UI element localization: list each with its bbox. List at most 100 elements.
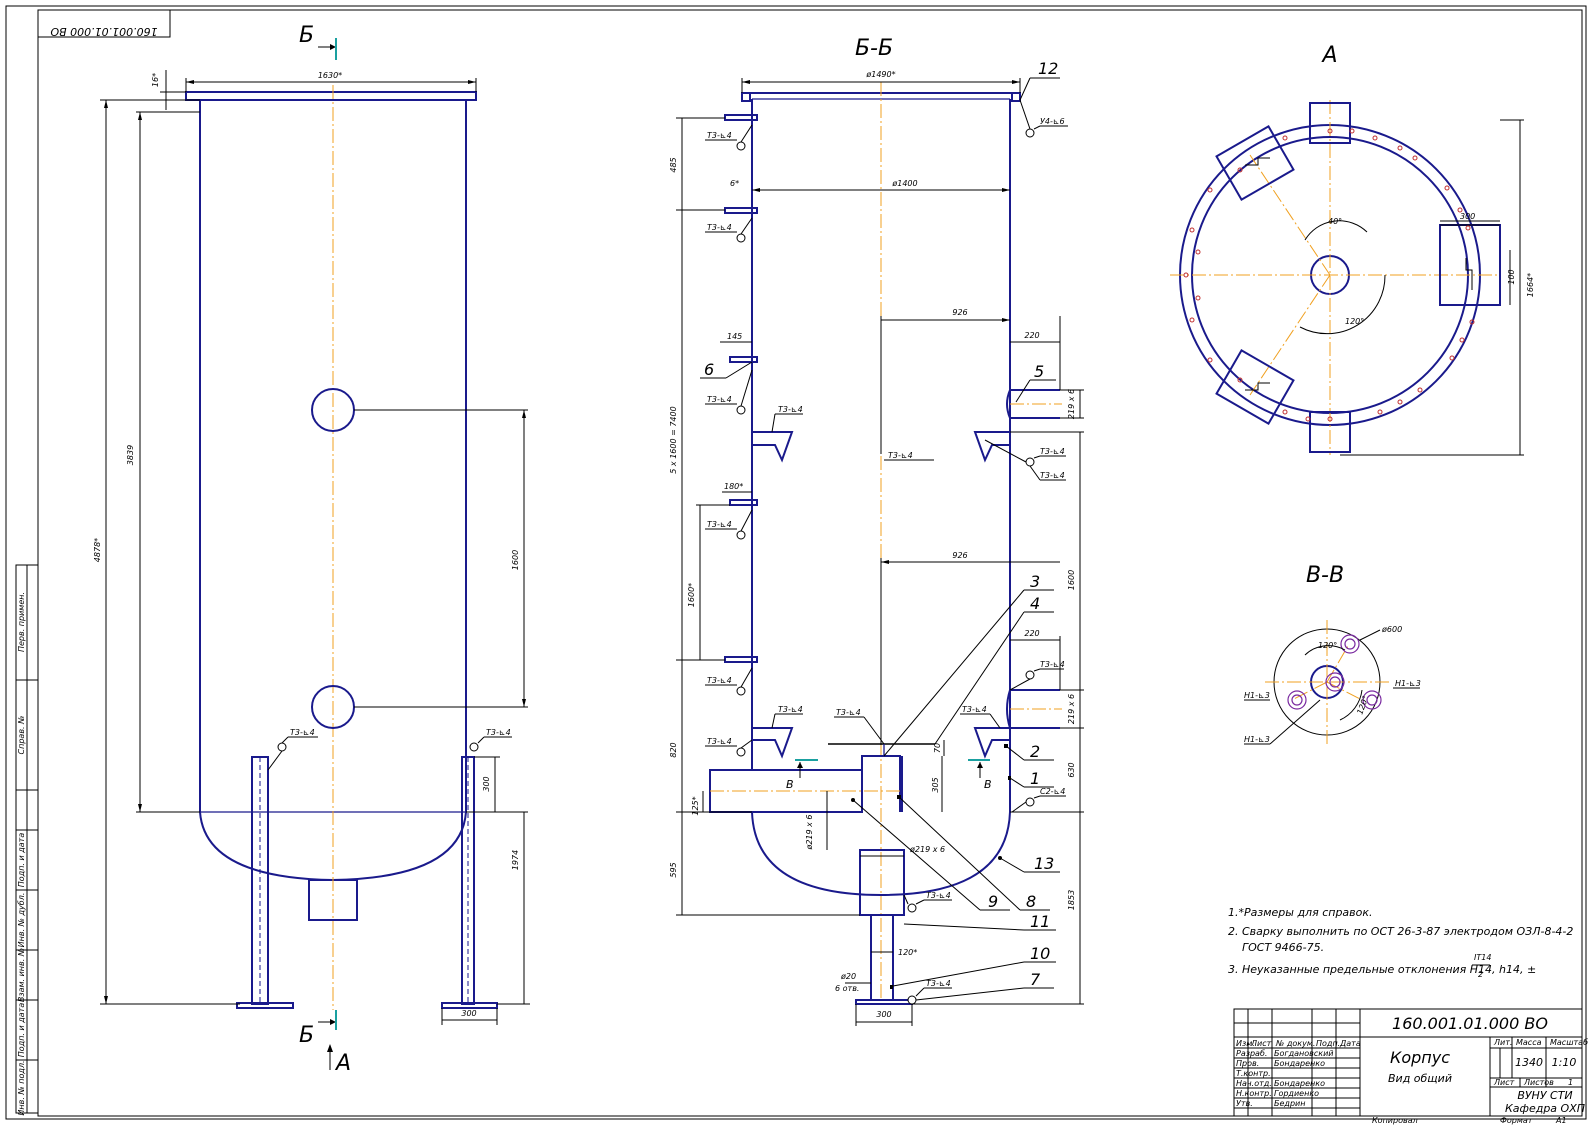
svg-text:Дата: Дата bbox=[1339, 1039, 1361, 1048]
rim-holes bbox=[1183, 128, 1475, 422]
svg-text:Перв. примен.: Перв. примен. bbox=[17, 592, 26, 652]
svg-text:305: 305 bbox=[931, 777, 940, 792]
svg-text:2. Сварку выполнить по ОСТ 26-: 2. Сварку выполнить по ОСТ 26-3-87 элект… bbox=[1228, 925, 1573, 938]
svg-text:Гордиенко: Гордиенко bbox=[1274, 1089, 1319, 1098]
svg-text:Разраб.: Разраб. bbox=[1236, 1049, 1267, 1058]
callout-10: 10 bbox=[1030, 944, 1050, 963]
svg-text:Лит.: Лит. bbox=[1493, 1038, 1512, 1047]
svg-text:1974: 1974 bbox=[511, 850, 520, 870]
svg-text:5 x 1600 = 7400: 5 x 1600 = 7400 bbox=[669, 406, 678, 473]
callout-12: 12 bbox=[1038, 59, 1058, 78]
svg-text:120*: 120* bbox=[898, 948, 917, 957]
svg-text:В: В bbox=[786, 778, 794, 791]
svg-text:Т3-⊾4: Т3-⊾4 bbox=[707, 131, 732, 140]
callout-9: 9 bbox=[988, 892, 998, 911]
svg-text:16*: 16* bbox=[151, 73, 160, 87]
svg-text:630: 630 bbox=[1067, 762, 1076, 777]
svg-text:300: 300 bbox=[876, 1010, 891, 1019]
svg-text:У4-⊾6: У4-⊾6 bbox=[1040, 117, 1065, 126]
svg-text:Инв. № подл.: Инв. № подл. bbox=[17, 1060, 26, 1115]
title-subname: Вид общий bbox=[1388, 1072, 1452, 1085]
svg-text:Изм.: Изм. bbox=[1236, 1039, 1255, 1048]
svg-text:820: 820 bbox=[669, 742, 678, 757]
svg-text:Справ. №: Справ. № bbox=[17, 716, 26, 755]
svg-text:Богдановский: Богдановский bbox=[1274, 1049, 1334, 1058]
svg-text:Масштаб: Масштаб bbox=[1550, 1038, 1588, 1047]
svg-text:120°: 120° bbox=[1318, 641, 1337, 650]
svg-text:Т3-⊾4: Т3-⊾4 bbox=[888, 451, 913, 460]
svg-text:1600: 1600 bbox=[1067, 570, 1076, 590]
section-vv-title: В-В bbox=[1306, 563, 1344, 588]
view-a: А 40° 120° bbox=[1170, 43, 1535, 456]
svg-text:6 отв.: 6 отв. bbox=[835, 984, 859, 993]
svg-text:ø219 x 6: ø219 x 6 bbox=[805, 814, 814, 850]
svg-text:1.*Размеры для справок.: 1.*Размеры для справок. bbox=[1228, 906, 1373, 919]
svg-text:Н1-⊾3: Н1-⊾3 bbox=[1244, 735, 1270, 744]
svg-text:ø20: ø20 bbox=[840, 972, 856, 981]
svg-text:100: 100 bbox=[1507, 269, 1516, 284]
view-a-title: А bbox=[1320, 43, 1337, 68]
svg-text:Бедрин: Бедрин bbox=[1274, 1099, 1305, 1108]
svg-text:Н1-⊾3: Н1-⊾3 bbox=[1395, 679, 1421, 688]
svg-text:Лист: Лист bbox=[1250, 1039, 1272, 1048]
svg-text:Пров.: Пров. bbox=[1236, 1059, 1259, 1068]
svg-text:6*: 6* bbox=[730, 179, 739, 188]
front-view: Б Б А bbox=[93, 23, 530, 1076]
svg-text:Т.контр.: Т.контр. bbox=[1236, 1069, 1271, 1078]
svg-text:595: 595 bbox=[669, 862, 678, 877]
svg-text:Кафедра ОХП: Кафедра ОХП bbox=[1505, 1102, 1585, 1115]
title-name: Корпус bbox=[1390, 1048, 1450, 1067]
svg-text:1:10: 1:10 bbox=[1552, 1056, 1577, 1069]
svg-text:1853: 1853 bbox=[1067, 890, 1076, 910]
svg-text:125*: 125* bbox=[691, 796, 700, 815]
callout-6: 6 bbox=[704, 360, 714, 379]
section-mark-bottom: Б bbox=[299, 1023, 314, 1048]
svg-text:300: 300 bbox=[1460, 212, 1475, 221]
svg-text:С2-⊾4: С2-⊾4 bbox=[1040, 787, 1065, 796]
svg-text:Инв. № дубл.: Инв. № дубл. bbox=[17, 893, 26, 948]
svg-text:Масса: Масса bbox=[1516, 1038, 1542, 1047]
section-bb: Б-Б bbox=[669, 36, 1084, 1026]
svg-text:4878*: 4878* bbox=[93, 538, 102, 562]
code-stamp-box bbox=[37, 9, 171, 38]
svg-text:Подп. и дата: Подп. и дата bbox=[17, 1003, 26, 1058]
svg-text:120°: 120° bbox=[1345, 317, 1364, 326]
section-vv: В-В Н1-⊾3 Н1-⊾3 Н1-⊾3 ø600 120° 120° bbox=[1244, 563, 1421, 745]
callout-3: 3 bbox=[1030, 572, 1040, 591]
svg-text:Т3-⊾4: Т3-⊾4 bbox=[778, 705, 803, 714]
title-block: 160.001.01.000 ВО Корпус Вид общий Лит. … bbox=[1233, 1008, 1588, 1125]
svg-text:ГОСТ 9466-75.: ГОСТ 9466-75. bbox=[1242, 941, 1324, 954]
svg-text:300: 300 bbox=[482, 776, 491, 791]
svg-text:ø219 x 6: ø219 x 6 bbox=[909, 845, 945, 854]
svg-text:Т3-⊾4: Т3-⊾4 bbox=[1040, 660, 1065, 669]
notes: 1.*Размеры для справок. 2. Сварку выполн… bbox=[1228, 906, 1573, 979]
svg-text:Подп.: Подп. bbox=[1316, 1039, 1340, 1048]
callout-2: 2 bbox=[1030, 742, 1040, 761]
svg-text:В: В bbox=[984, 778, 992, 791]
svg-text:Утв.: Утв. bbox=[1236, 1099, 1253, 1108]
svg-text:Т3-⊾4: Т3-⊾4 bbox=[707, 676, 732, 685]
svg-text:180*: 180* bbox=[724, 482, 743, 491]
svg-text:Т3-⊾4: Т3-⊾4 bbox=[1040, 471, 1065, 480]
callout-7: 7 bbox=[1030, 970, 1041, 989]
svg-text:Листов: Листов bbox=[1523, 1078, 1554, 1087]
svg-text:40°: 40° bbox=[1328, 217, 1342, 226]
svg-text:3839: 3839 bbox=[126, 445, 135, 465]
svg-text:220: 220 bbox=[1024, 331, 1039, 340]
svg-text:ВУНУ СТИ: ВУНУ СТИ bbox=[1517, 1089, 1572, 1102]
svg-text:485: 485 bbox=[669, 157, 678, 172]
section-mark-top: Б bbox=[299, 23, 314, 48]
svg-text:145: 145 bbox=[727, 332, 742, 341]
svg-text:1664*: 1664* bbox=[1526, 273, 1535, 297]
svg-text:Нач.отд.: Нач.отд. bbox=[1236, 1079, 1272, 1088]
callout-11: 11 bbox=[1030, 912, 1050, 931]
svg-text:Т3-⊾4: Т3-⊾4 bbox=[290, 728, 315, 737]
title-code: 160.001.01.000 ВО bbox=[1392, 1014, 1548, 1033]
view-a-arrow-label: А bbox=[334, 1051, 351, 1076]
svg-text:1: 1 bbox=[1568, 1078, 1573, 1087]
svg-text:Формат: Формат bbox=[1500, 1116, 1533, 1125]
svg-text:Т3-⊾4: Т3-⊾4 bbox=[778, 405, 803, 414]
svg-text:ø1490*: ø1490* bbox=[865, 70, 895, 79]
svg-text:Т3-⊾4: Т3-⊾4 bbox=[486, 728, 511, 737]
svg-text:219 x 6: 219 x 6 bbox=[1067, 389, 1076, 419]
